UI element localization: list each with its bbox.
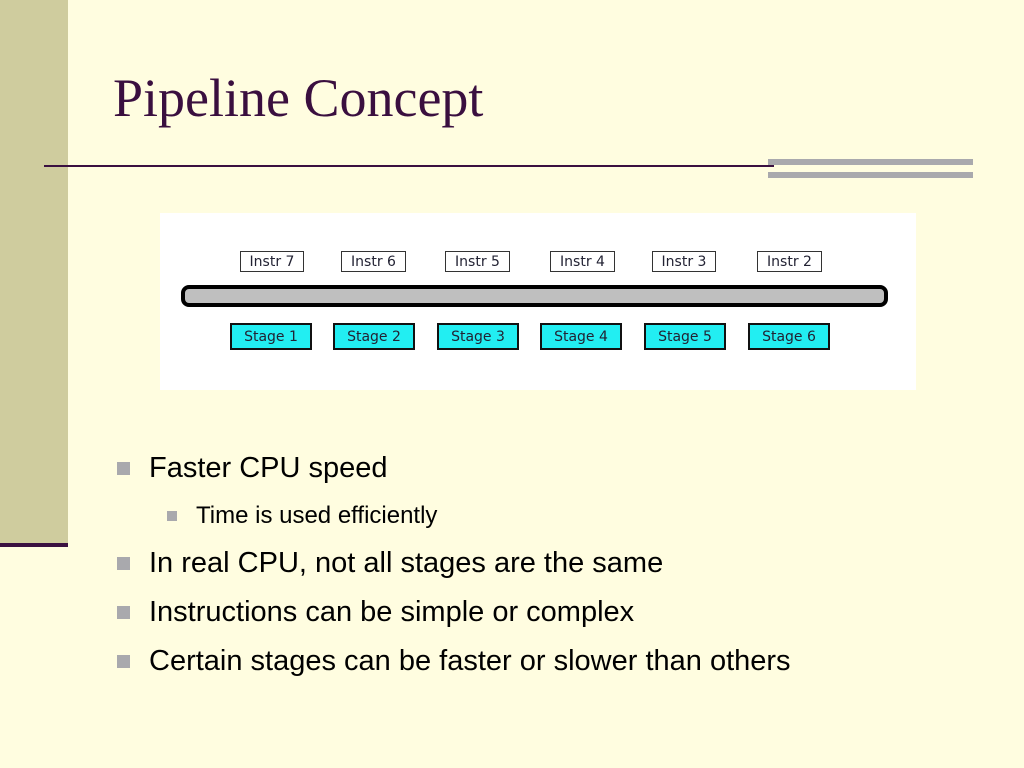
bullet-text: Certain stages can be faster or slower t… <box>149 645 791 677</box>
stage-box: Stage 2 <box>333 323 415 350</box>
instruction-box: Instr 7 <box>240 251 304 272</box>
stage-box: Stage 1 <box>230 323 312 350</box>
left-decorative-band <box>0 0 68 545</box>
square-bullet-icon <box>167 511 177 521</box>
title-rule <box>44 165 774 167</box>
bullet-text: In real CPU, not all stages are the same <box>149 547 664 579</box>
instruction-box: Instr 5 <box>445 251 510 272</box>
bullet-text: Instructions can be simple or complex <box>149 596 635 628</box>
square-bullet-icon <box>117 461 130 475</box>
stage-box: Stage 5 <box>644 323 726 350</box>
bullet-item: In real CPU, not all stages are the same <box>117 546 663 580</box>
instruction-box: Instr 4 <box>550 251 615 272</box>
square-bullet-icon <box>117 605 130 619</box>
pipeline-bar <box>181 285 888 307</box>
instruction-box: Instr 6 <box>341 251 406 272</box>
square-bullet-icon <box>117 654 130 668</box>
bullet-text: Faster CPU speed <box>149 452 388 484</box>
pipeline-diagram: Instr 7 Instr 6 Instr 5 Instr 4 Instr 3 … <box>160 213 916 390</box>
left-band-rule <box>0 543 68 547</box>
bullet-item: Faster CPU speed <box>117 451 388 485</box>
bullet-text: Time is used efficiently <box>196 502 438 529</box>
accent-bar-top <box>768 159 973 165</box>
stage-box: Stage 4 <box>540 323 622 350</box>
square-bullet-icon <box>117 556 130 570</box>
slide-title: Pipeline Concept <box>113 68 484 128</box>
stage-box: Stage 6 <box>748 323 830 350</box>
bullet-item: Instructions can be simple or complex <box>117 595 634 629</box>
instruction-box: Instr 3 <box>652 251 716 272</box>
instruction-box: Instr 2 <box>757 251 822 272</box>
stage-box: Stage 3 <box>437 323 519 350</box>
accent-bar-bottom <box>768 172 973 178</box>
sub-bullet-item: Time is used efficiently <box>167 502 437 530</box>
bullet-item: Certain stages can be faster or slower t… <box>117 644 791 678</box>
